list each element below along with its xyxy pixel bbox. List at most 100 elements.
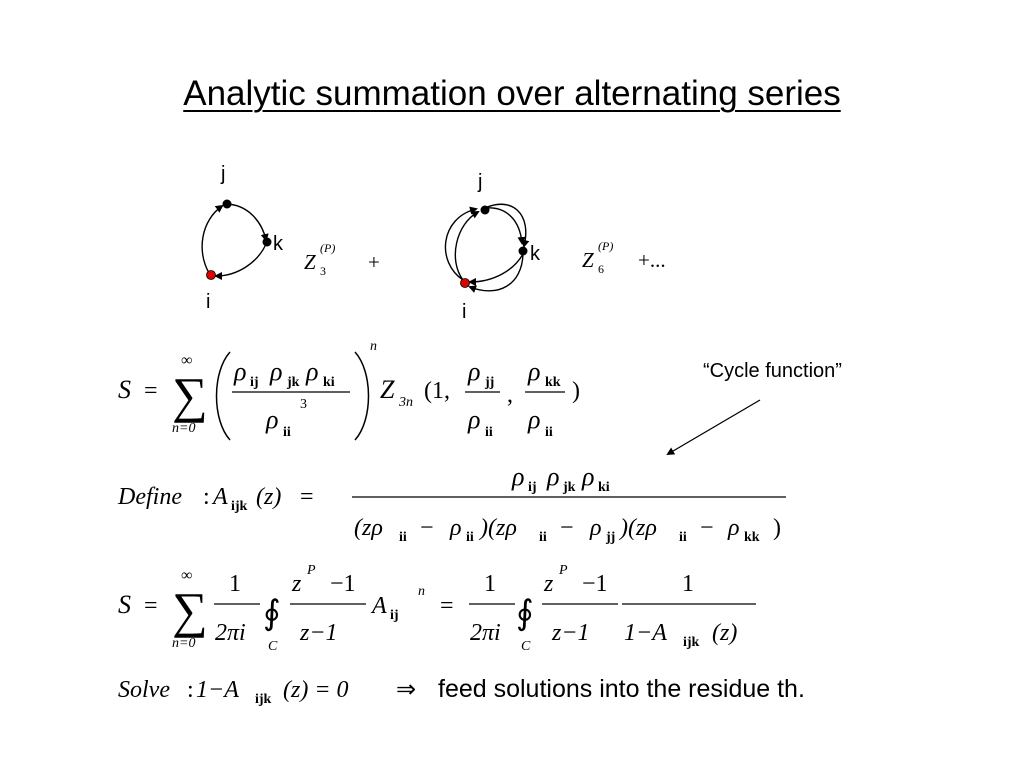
svg-text:(z): (z) bbox=[256, 484, 281, 510]
svg-text:ki: ki bbox=[323, 375, 335, 390]
svg-text:z: z bbox=[291, 571, 302, 597]
svg-text:Z: Z bbox=[582, 248, 594, 272]
cycle-graph-6: j k i bbox=[444, 171, 541, 323]
svg-text:ρ: ρ bbox=[727, 515, 740, 541]
node-k bbox=[518, 246, 528, 256]
svg-text:jk: jk bbox=[286, 375, 300, 390]
svg-text:ii: ii bbox=[539, 530, 547, 545]
svg-text:−1: −1 bbox=[582, 571, 608, 597]
svg-text:jj: jj bbox=[605, 530, 615, 545]
svg-text:=: = bbox=[440, 593, 454, 619]
equation-contour: S = ∑ ∞ n=0 1 2πi ∮ C z P −1 z−1 A ij ij… bbox=[118, 563, 756, 654]
svg-text:,: , bbox=[507, 382, 513, 408]
cycle-graph-3: j k i bbox=[201, 163, 284, 313]
svg-text:+...: +... bbox=[638, 248, 666, 272]
svg-text:−: − bbox=[560, 515, 574, 541]
svg-text:∮: ∮ bbox=[263, 595, 281, 632]
svg-text:ρ: ρ bbox=[233, 357, 246, 386]
svg-text:1: 1 bbox=[484, 571, 496, 597]
svg-text:ii: ii bbox=[466, 530, 474, 545]
svg-text:ρ: ρ bbox=[305, 357, 318, 386]
svg-text:ρ: ρ bbox=[589, 515, 602, 541]
svg-text:A: A bbox=[370, 593, 387, 619]
svg-text:ij: ij bbox=[528, 480, 537, 495]
svg-text:C: C bbox=[521, 639, 531, 654]
z6-term: Z 6 (P) +... bbox=[582, 239, 666, 276]
svg-text:kk: kk bbox=[744, 530, 760, 545]
svg-text:(zρ: (zρ bbox=[354, 515, 383, 541]
svg-text:feed solutions into the resid: feed solutions into the residue th. bbox=[438, 675, 805, 703]
svg-text:1: 1 bbox=[682, 571, 694, 597]
svg-text:z: z bbox=[543, 571, 554, 597]
svg-text:1: 1 bbox=[229, 571, 241, 597]
svg-text:ρ: ρ bbox=[449, 515, 462, 541]
svg-text:(P): (P) bbox=[598, 239, 613, 253]
node-i bbox=[460, 278, 470, 288]
svg-text:A: A bbox=[211, 484, 228, 510]
svg-text:ρ: ρ bbox=[581, 462, 594, 491]
svg-text:−: − bbox=[420, 515, 434, 541]
equation-define: Define : A ijk (z) = ρ ij ρ jk ρ ki (zρ … bbox=[117, 462, 786, 545]
svg-text:−1: −1 bbox=[330, 571, 356, 597]
cycle-function-annotation: “Cycle function” bbox=[703, 360, 842, 382]
svg-text:ρ: ρ bbox=[467, 357, 480, 386]
node-k bbox=[262, 237, 272, 247]
svg-text:=: = bbox=[144, 593, 158, 619]
svg-text:ii: ii bbox=[485, 425, 493, 440]
svg-text:∑: ∑ bbox=[172, 582, 208, 638]
svg-text:ρ: ρ bbox=[269, 357, 282, 386]
svg-text:∞: ∞ bbox=[181, 567, 192, 584]
svg-text:⇒: ⇒ bbox=[396, 677, 416, 703]
svg-text:ii: ii bbox=[679, 530, 687, 545]
slide-title: Analytic summation over alternating seri… bbox=[183, 74, 841, 113]
svg-text:jj: jj bbox=[484, 375, 494, 390]
svg-text:)(zρ: )(zρ bbox=[618, 515, 657, 541]
svg-text:(P): (P) bbox=[320, 241, 335, 255]
svg-text:ρ: ρ bbox=[511, 462, 524, 491]
label-i: i bbox=[462, 301, 466, 323]
svg-text:ijk: ijk bbox=[683, 635, 700, 650]
svg-text:ij: ij bbox=[250, 375, 259, 390]
svg-text:S: S bbox=[118, 375, 131, 404]
svg-text:3: 3 bbox=[300, 397, 307, 412]
svg-text:n: n bbox=[370, 339, 377, 354]
svg-text:−: − bbox=[700, 515, 714, 541]
svg-text:2πi: 2πi bbox=[470, 620, 501, 646]
svg-text:n: n bbox=[418, 584, 425, 599]
svg-text:∑: ∑ bbox=[172, 367, 208, 423]
svg-text:Define: Define bbox=[117, 484, 182, 510]
node-j bbox=[480, 205, 490, 215]
svg-text:z−1: z−1 bbox=[299, 620, 338, 646]
svg-text:P: P bbox=[558, 563, 568, 578]
svg-text:ρ: ρ bbox=[527, 357, 540, 386]
svg-text:=: = bbox=[144, 378, 158, 404]
svg-text:z−1: z−1 bbox=[551, 620, 590, 646]
svg-text:S: S bbox=[118, 590, 131, 619]
svg-text:ρ: ρ bbox=[265, 405, 278, 434]
svg-text:Solve: Solve bbox=[118, 677, 170, 703]
svg-text::: : bbox=[187, 677, 194, 703]
svg-text:3n: 3n bbox=[398, 395, 413, 410]
svg-text:n=0: n=0 bbox=[172, 421, 195, 436]
svg-text:P: P bbox=[306, 563, 316, 578]
label-k: k bbox=[273, 233, 284, 255]
node-j bbox=[222, 199, 232, 209]
svg-text:2πi: 2πi bbox=[215, 620, 246, 646]
svg-text:Z: Z bbox=[304, 250, 316, 274]
svg-text:∮: ∮ bbox=[516, 595, 534, 632]
svg-text:3: 3 bbox=[320, 264, 326, 278]
svg-text:C: C bbox=[268, 639, 278, 654]
svg-text:(z): (z) bbox=[712, 620, 737, 646]
node-i bbox=[206, 270, 216, 280]
svg-text:)(zρ: )(zρ bbox=[478, 515, 517, 541]
equation-series-sum: S = ∑ ∞ n=0 n ρ ij ρ jk ρ ki ρ ii 3 Z 3n… bbox=[118, 339, 580, 441]
svg-text:ijk: ijk bbox=[255, 692, 272, 707]
svg-text:kk: kk bbox=[545, 375, 561, 390]
z3-term: Z 3 (P) + bbox=[304, 241, 380, 278]
svg-text:1−A: 1−A bbox=[624, 620, 667, 646]
svg-text:ki: ki bbox=[598, 480, 610, 495]
svg-text:n=0: n=0 bbox=[172, 636, 195, 651]
label-j: j bbox=[220, 163, 225, 185]
